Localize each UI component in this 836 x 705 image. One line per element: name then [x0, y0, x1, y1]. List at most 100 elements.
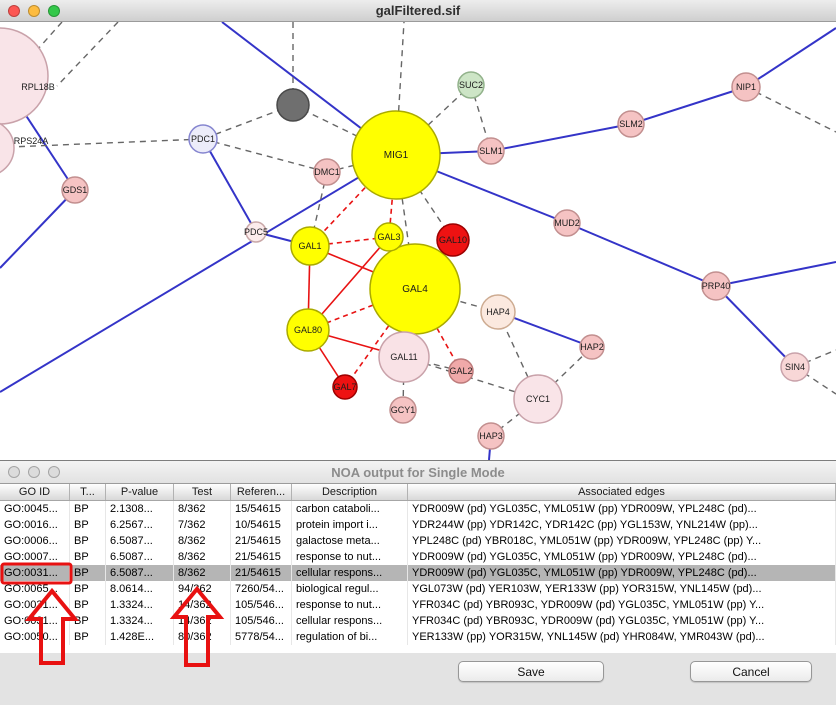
graph-edge[interactable]	[566, 222, 717, 287]
node-label: GAL2	[449, 366, 472, 376]
table-cell: YDR009W (pd) YGL035C, YML051W (pp) YDR00…	[408, 501, 836, 517]
table-cell: 94/362	[174, 581, 231, 597]
node-GCY1[interactable]	[389, 396, 417, 424]
node-CYC1[interactable]	[513, 374, 563, 424]
node-GDS1[interactable]	[61, 176, 89, 204]
node-MIG1[interactable]	[351, 110, 441, 200]
table-cell: 1.3324...	[106, 613, 174, 629]
graph-edge[interactable]	[292, 104, 397, 156]
table-cell: 2.1308...	[106, 501, 174, 517]
node-SIN4[interactable]	[780, 352, 810, 382]
network-window-title: galFiltered.sif	[375, 3, 461, 18]
cancel-button[interactable]: Cancel	[690, 661, 812, 682]
node-PDC5[interactable]	[245, 221, 267, 243]
graph-edge[interactable]	[794, 366, 836, 395]
node-label: GAL10	[439, 235, 467, 245]
graph-edge[interactable]	[29, 22, 63, 59]
table-cell: GO:0016...	[0, 517, 70, 533]
node-HAP4[interactable]	[480, 294, 516, 330]
column-header-0[interactable]: GO ID	[0, 484, 70, 500]
table-cell: 80/362	[174, 629, 231, 645]
graph-edge[interactable]	[202, 138, 328, 173]
node-PRP40[interactable]	[701, 271, 731, 301]
table-cell: YFR034C (pd) YBR093C, YDR009W (pd) YGL03…	[408, 613, 836, 629]
column-header-1[interactable]: T...	[70, 484, 106, 500]
node-GAL3[interactable]	[374, 222, 404, 252]
node-DMC1[interactable]	[313, 158, 341, 186]
table-cell: 1.3324...	[106, 597, 174, 613]
node-label: SUC2	[459, 80, 483, 90]
table-cell: GO:0031...	[0, 565, 70, 581]
table-cell: YDR009W (pd) YGL035C, YML051W (pp) YDR00…	[408, 549, 836, 565]
zoom-button[interactable]	[48, 466, 60, 478]
graph-edge[interactable]	[794, 349, 836, 368]
table-cell: BP	[70, 549, 106, 565]
node-GAL10[interactable]	[436, 223, 470, 257]
table-cell: 6.5087...	[106, 549, 174, 565]
node-SLM1[interactable]	[477, 137, 505, 165]
node-label: RPL18B	[21, 82, 55, 92]
network-graph-canvas[interactable]: RPL18BRPS24AMIG1GAL4GAL11CYC1GDS1PDC1DMC…	[0, 22, 836, 460]
node-RPL18B[interactable]	[0, 27, 49, 125]
column-header-3[interactable]: Test	[174, 484, 231, 500]
table-cell: YER133W (pp) YOR315W, YNL145W (pd) YHR08…	[408, 629, 836, 645]
table-cell: cellular respons...	[292, 613, 408, 629]
node-NIP1[interactable]	[731, 72, 761, 102]
zoom-button[interactable]	[48, 5, 60, 17]
table-cell: 8/362	[174, 565, 231, 581]
node-GAL2[interactable]	[448, 358, 474, 384]
noa-window-titlebar[interactable]: NOA output for Single Mode	[0, 461, 836, 484]
close-button[interactable]	[8, 466, 20, 478]
node-GAL11[interactable]	[378, 331, 430, 383]
node-PDC1[interactable]	[188, 124, 218, 154]
column-header-6[interactable]: Associated edges	[408, 484, 836, 500]
table-cell: 14/362	[174, 597, 231, 613]
graph-edge[interactable]	[414, 288, 462, 372]
column-header-4[interactable]: Referen...	[231, 484, 292, 500]
column-header-2[interactable]: P-value	[106, 484, 174, 500]
node-SLM2[interactable]	[617, 110, 645, 138]
graph-edge[interactable]	[56, 22, 119, 87]
save-button[interactable]: Save	[458, 661, 604, 682]
node-GAL7[interactable]	[332, 374, 358, 400]
graph-edge[interactable]	[630, 86, 747, 125]
table-cell: YDR244W (pp) YDR142C, YDR142C (pp) YGL15…	[408, 517, 836, 533]
graph-edge[interactable]	[745, 86, 836, 133]
graph-edge[interactable]	[745, 27, 836, 88]
node-SUC2[interactable]	[457, 71, 485, 99]
close-button[interactable]	[8, 5, 20, 17]
node-RPS24A[interactable]	[0, 120, 15, 176]
window-controls	[8, 5, 60, 17]
node-GAL80[interactable]	[286, 308, 330, 352]
graph-edge[interactable]	[202, 138, 257, 233]
node-HAP2[interactable]	[579, 334, 605, 360]
graph-edge[interactable]	[715, 285, 796, 368]
node-HAP3[interactable]	[477, 422, 505, 450]
minimize-button[interactable]	[28, 466, 40, 478]
node-unlabeled[interactable]	[276, 88, 310, 122]
table-cell: 6.2567...	[106, 517, 174, 533]
table-cell: GO:0050...	[0, 629, 70, 645]
network-window-titlebar[interactable]: galFiltered.sif	[0, 0, 836, 22]
node-MUD2[interactable]	[553, 209, 581, 237]
table-cell: 21/54615	[231, 533, 292, 549]
graph-edge[interactable]	[0, 189, 76, 269]
graph-edge[interactable]	[0, 138, 204, 149]
node-GAL1[interactable]	[290, 226, 330, 266]
graph-edge[interactable]	[0, 154, 397, 393]
graph-edge[interactable]	[490, 123, 632, 152]
minimize-button[interactable]	[28, 5, 40, 17]
table-cell: galactose meta...	[292, 533, 408, 549]
graph-edge[interactable]	[715, 261, 836, 287]
column-header-5[interactable]: Description	[292, 484, 408, 500]
